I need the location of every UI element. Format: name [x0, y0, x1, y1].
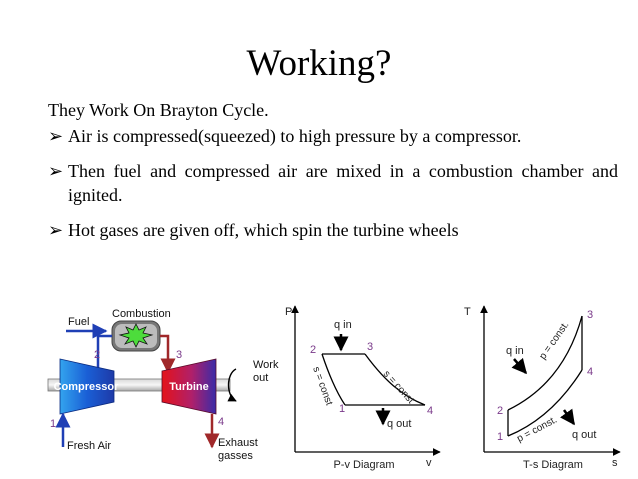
- engine-schematic: Fuel Combustion 2 3 Compressor Turbine W…: [47, 308, 279, 462]
- slide-title: Working?: [246, 43, 392, 84]
- ts-point-1: 1: [497, 431, 503, 443]
- bullet-item: ➢ Air is compressed(squeezed) to high pr…: [48, 124, 618, 148]
- pipe-compressor-to-chamber: [96, 334, 112, 376]
- ts-point-3: 3: [587, 309, 593, 321]
- fuel-label: Fuel: [68, 316, 89, 328]
- work-out-label-2: out: [253, 372, 268, 384]
- ts-diagram: T s T-s Diagram 2 1 3 4 q in q out p = c…: [464, 305, 621, 471]
- pv-diagram: P v P-v Diagram 2 3 1 4 q in q out s = c…: [285, 305, 441, 471]
- intro-text: They Work On Brayton Cycle.: [48, 100, 269, 120]
- pv-y-axis-label: P: [285, 306, 292, 318]
- arrow-bullet-icon: ➢: [48, 220, 64, 240]
- bullet-item: ➢ Then fuel and compressed air are mixed…: [48, 159, 618, 207]
- fresh-air-label: Fresh Air: [67, 440, 111, 452]
- pv-expansion-curve: [364, 353, 426, 406]
- pv-point-4: 4: [427, 405, 433, 417]
- ts-y-axis-label: T: [464, 306, 471, 318]
- pipe-chamber-to-turbine: [160, 334, 176, 374]
- engine-point-2: 2: [94, 349, 100, 361]
- ts-caption: T-s Diagram: [523, 459, 583, 471]
- arrow-bullet-icon: ➢: [48, 161, 64, 181]
- pv-point-1: 1: [339, 403, 345, 415]
- pv-q-out-label: q out: [387, 418, 411, 430]
- pv-x-axis-label: v: [426, 457, 432, 469]
- exhaust-label: Exhaust: [218, 437, 258, 449]
- compressor-label: Compressor: [54, 381, 120, 393]
- pv-point-3: 3: [367, 341, 373, 353]
- engine-point-1: 1: [50, 418, 56, 430]
- ts-point-4: 4: [587, 366, 593, 378]
- bullet-text: Then fuel and compressed air are mixed i…: [68, 161, 618, 205]
- ts-x-axis-label: s: [612, 457, 618, 469]
- brayton-diagrams: Fuel Combustion 2 3 Compressor Turbine W…: [47, 305, 621, 471]
- combustion-label: Combustion: [112, 308, 171, 320]
- work-out-label: Work: [253, 359, 279, 371]
- compressor: [59, 358, 115, 415]
- pv-caption: P-v Diagram: [333, 459, 394, 471]
- flame-icon: [118, 323, 154, 348]
- bullet-item: ➢ Hot gases are given off, which spin th…: [48, 218, 618, 242]
- engine-point-4: 4: [218, 416, 224, 428]
- bullet-text: Hot gases are given off, which spin the …: [68, 220, 459, 240]
- ts-q-out-label: q out: [572, 429, 596, 441]
- pv-point-2: 2: [310, 344, 316, 356]
- engine-point-3: 3: [176, 349, 182, 361]
- ts-heat-addition-curve: [507, 315, 583, 411]
- ts-point-2: 2: [497, 405, 503, 417]
- turbine: [161, 358, 217, 415]
- ts-q-in-label: q in: [506, 345, 524, 357]
- arrow-bullet-icon: ➢: [48, 126, 64, 146]
- pv-s-const-right: s = const: [381, 369, 416, 406]
- bullet-text: Air is compressed(squeezed) to high pres…: [68, 126, 522, 146]
- ts-q-out-arrow: [560, 408, 576, 426]
- ts-q-in-arrow: [511, 357, 527, 375]
- pv-s-const-left: s = const: [310, 365, 334, 407]
- ts-heat-rejection-curve: [507, 369, 583, 437]
- rotation-arrow-icon: [227, 368, 237, 402]
- exhaust-label-2: gasses: [218, 450, 253, 462]
- pv-q-in-label: q in: [334, 319, 352, 331]
- pv-compression-curve: [321, 353, 346, 406]
- turbine-label: Turbine: [169, 381, 209, 393]
